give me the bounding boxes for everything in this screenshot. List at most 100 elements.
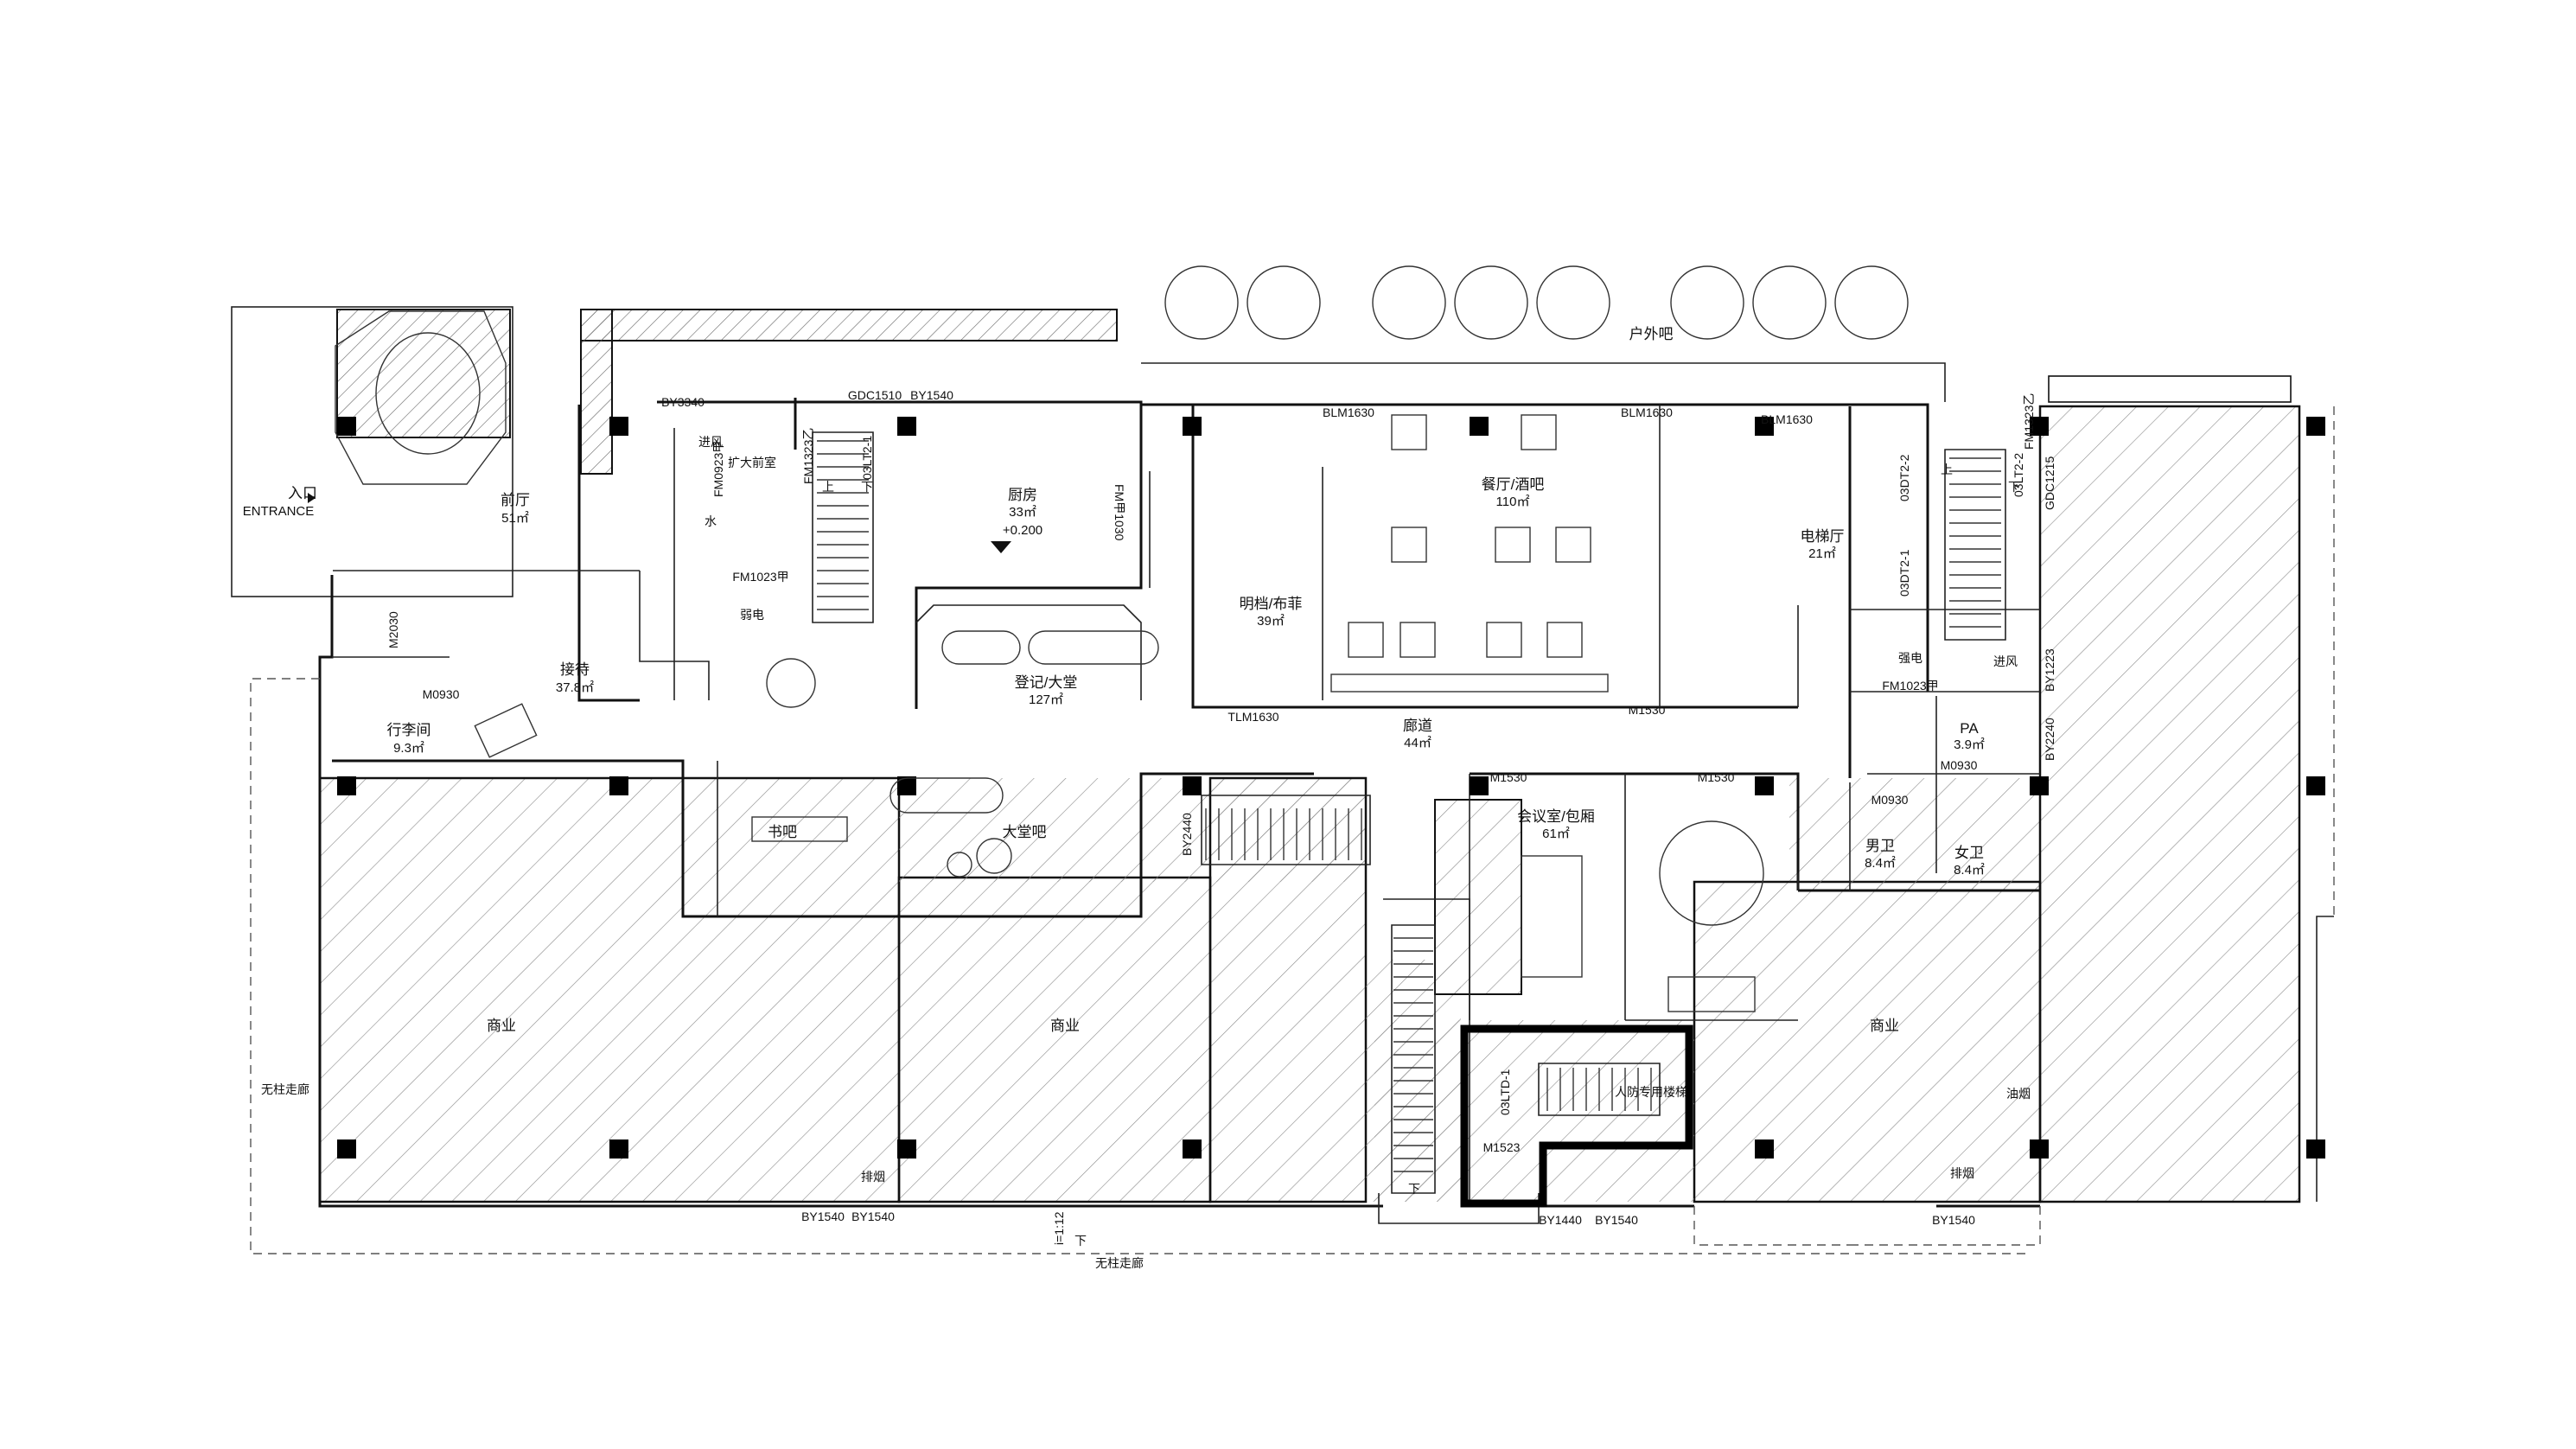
tag-by1540-d: BY1540 <box>1595 1213 1638 1227</box>
tag-blm1630c: BLM1630 <box>1761 412 1813 426</box>
room-level-chufang: +0.200 <box>1003 523 1043 538</box>
room-name-shangye-1: 商业 <box>487 1018 516 1034</box>
room-name-datangba: 大堂吧 <box>1003 824 1047 840</box>
label-youyan: 油烟 <box>2006 1087 2031 1101</box>
tag-fm1323b: FM1323乙 <box>2022 393 2036 450</box>
tag-blm1630b: BLM1630 <box>1621 405 1673 419</box>
tag-m1523: M1523 <box>1483 1140 1521 1154</box>
tag-tlm1630: TLM1630 <box>1227 710 1278 724</box>
label-paiyan-2: 排烟 <box>1950 1166 1974 1180</box>
tag-gdc1215: GDC1215 <box>2043 456 2056 510</box>
label-qiangdian: 强电 <box>1898 651 1922 665</box>
tag-fm1030: FM甲1030 <box>1113 484 1126 541</box>
stair-treads <box>817 440 2001 1172</box>
room-name-langdao: 廊道 <box>1403 718 1432 734</box>
label-kuoda: 扩大前室 <box>728 456 776 469</box>
entrance-label-en: ENTRANCE <box>243 504 315 519</box>
tag-blm1630a: BLM1630 <box>1323 405 1374 419</box>
tag-by1540-e: BY1540 <box>1932 1213 1975 1227</box>
tag-dt1: 03DT2-1 <box>1897 549 1911 597</box>
room-area-canting: 110㎡ <box>1496 495 1530 509</box>
room-name-mingdang: 明档/布菲 <box>1240 596 1303 612</box>
tag-ltd1: 03LTD-1 <box>1498 1069 1512 1115</box>
room-area-mingdang: 39㎡ <box>1257 614 1285 629</box>
room-name-huwai: 户外吧 <box>1629 326 1674 342</box>
room-area-jiedai: 37.8㎡ <box>556 680 594 695</box>
tag-gdc1510: GDC1510 <box>848 388 902 402</box>
room-area-dengji: 127㎡ <box>1029 693 1063 707</box>
room-name-dianti: 电梯厅 <box>1801 528 1845 545</box>
service-labels: 进风 扩大前室 水 弱电 强电 进风 排烟 排烟 油烟 人防专用楼梯 无柱走廊 … <box>261 435 2031 1270</box>
tag-lt12: 03LT2-1 <box>860 436 874 480</box>
tag-by1440: BY1440 <box>1539 1213 1582 1227</box>
room-name-chufang: 厨房 <box>1008 487 1037 503</box>
tag-lt22: 03LT2-2 <box>2012 453 2025 497</box>
room-name-nanwei: 男卫 <box>1865 838 1895 854</box>
label-xia-1: 下 <box>861 480 873 494</box>
tag-m2030: M2030 <box>386 611 400 648</box>
label-ruodian: 弱电 <box>740 608 764 622</box>
door-tags: BY3340 GDC1510 BY1540 FM1023甲 BLM1630 BL… <box>386 388 2056 1245</box>
room-name-huiyi: 会议室/包厢 <box>1517 808 1595 825</box>
label-jinfeng-1: 进风 <box>698 435 723 449</box>
room-area-pa: 3.9㎡ <box>1954 737 1985 752</box>
room-name-shangye-3: 商业 <box>1870 1018 1899 1034</box>
label-zouliang-1: 无柱走廊 <box>261 1082 309 1096</box>
room-area-qianting: 51㎡ <box>501 511 529 526</box>
hatched-zones <box>318 309 2301 1203</box>
tag-m1530c: M1530 <box>1698 770 1735 784</box>
tag-fm1023b: FM1023甲 <box>1882 679 1938 693</box>
furniture <box>335 265 1909 1012</box>
label-shui: 水 <box>705 514 717 528</box>
tag-m1530a: M1530 <box>1629 703 1666 717</box>
tag-fm1023a: FM1023甲 <box>732 570 788 584</box>
tag-m1530b: M1530 <box>1490 770 1527 784</box>
room-area-xingli: 9.3㎡ <box>393 741 424 756</box>
room-name-dengji: 登记/大堂 <box>1015 674 1078 691</box>
room-name-xingli: 行李间 <box>387 722 431 738</box>
room-name-jiedai: 接待 <box>560 661 590 678</box>
tag-by1223: BY1223 <box>2043 648 2056 692</box>
label-jinfeng-2: 进风 <box>1993 654 2018 668</box>
room-area-nvwei: 8.4㎡ <box>1954 863 1985 878</box>
tag-by1540-c: BY1540 <box>851 1210 895 1223</box>
room-name-canting: 餐厅/酒吧 <box>1482 476 1545 493</box>
room-name-qianting: 前厅 <box>501 492 530 508</box>
level-marker-icon <box>991 541 1011 553</box>
tag-dt2: 03DT2-2 <box>1897 454 1911 501</box>
room-area-chufang: 33㎡ <box>1009 505 1036 520</box>
room-area-nanwei: 8.4㎡ <box>1865 856 1896 871</box>
tag-by3340: BY3340 <box>661 395 705 409</box>
label-xia-4: 下 <box>1074 1234 1087 1248</box>
tag-by2240: BY2240 <box>2043 718 2056 761</box>
room-name-shangye-2: 商业 <box>1050 1018 1080 1034</box>
room-area-langdao: 44㎡ <box>1404 736 1431 750</box>
walls <box>231 306 2335 1254</box>
tag-m0930c: M0930 <box>1941 758 1978 772</box>
tag-by1540-a: BY1540 <box>910 388 953 402</box>
tag-m0930b: M0930 <box>1871 793 1909 807</box>
label-zouliang-2: 无柱走廊 <box>1095 1256 1144 1270</box>
room-name-shuba: 书吧 <box>768 824 797 840</box>
tag-fm1323a: FM1323乙 <box>801 428 815 484</box>
room-area-huiyi: 61㎡ <box>1542 827 1570 841</box>
room-name-pa: PA <box>1960 720 1979 737</box>
label-xia-2: 下 <box>2008 480 2020 494</box>
tag-by1540-b: BY1540 <box>801 1210 845 1223</box>
label-paiyan-1: 排烟 <box>861 1170 885 1184</box>
label-shang-1: 上 <box>822 480 834 494</box>
room-area-dianti: 21㎡ <box>1808 546 1836 561</box>
label-renfang: 人防专用楼梯 <box>1615 1085 1687 1099</box>
label-xia-3: 下 <box>1408 1182 1420 1196</box>
tag-by2440: BY2440 <box>1180 813 1194 856</box>
room-name-nvwei: 女卫 <box>1954 845 1984 861</box>
tag-m0930a: M0930 <box>423 687 460 701</box>
label-shang-2: 上 <box>1941 463 1953 476</box>
tag-slope: i=1:12 <box>1052 1211 1066 1245</box>
room-labels: 入口 ENTRANCE 前厅 51㎡ 接待 37.8㎡ 行李间 9.3㎡ 厨房 … <box>243 326 1985 1034</box>
columns <box>337 417 2325 1159</box>
tag-fm0923: FM0923甲 <box>711 441 725 497</box>
entrance-arrow-icon <box>308 493 316 503</box>
